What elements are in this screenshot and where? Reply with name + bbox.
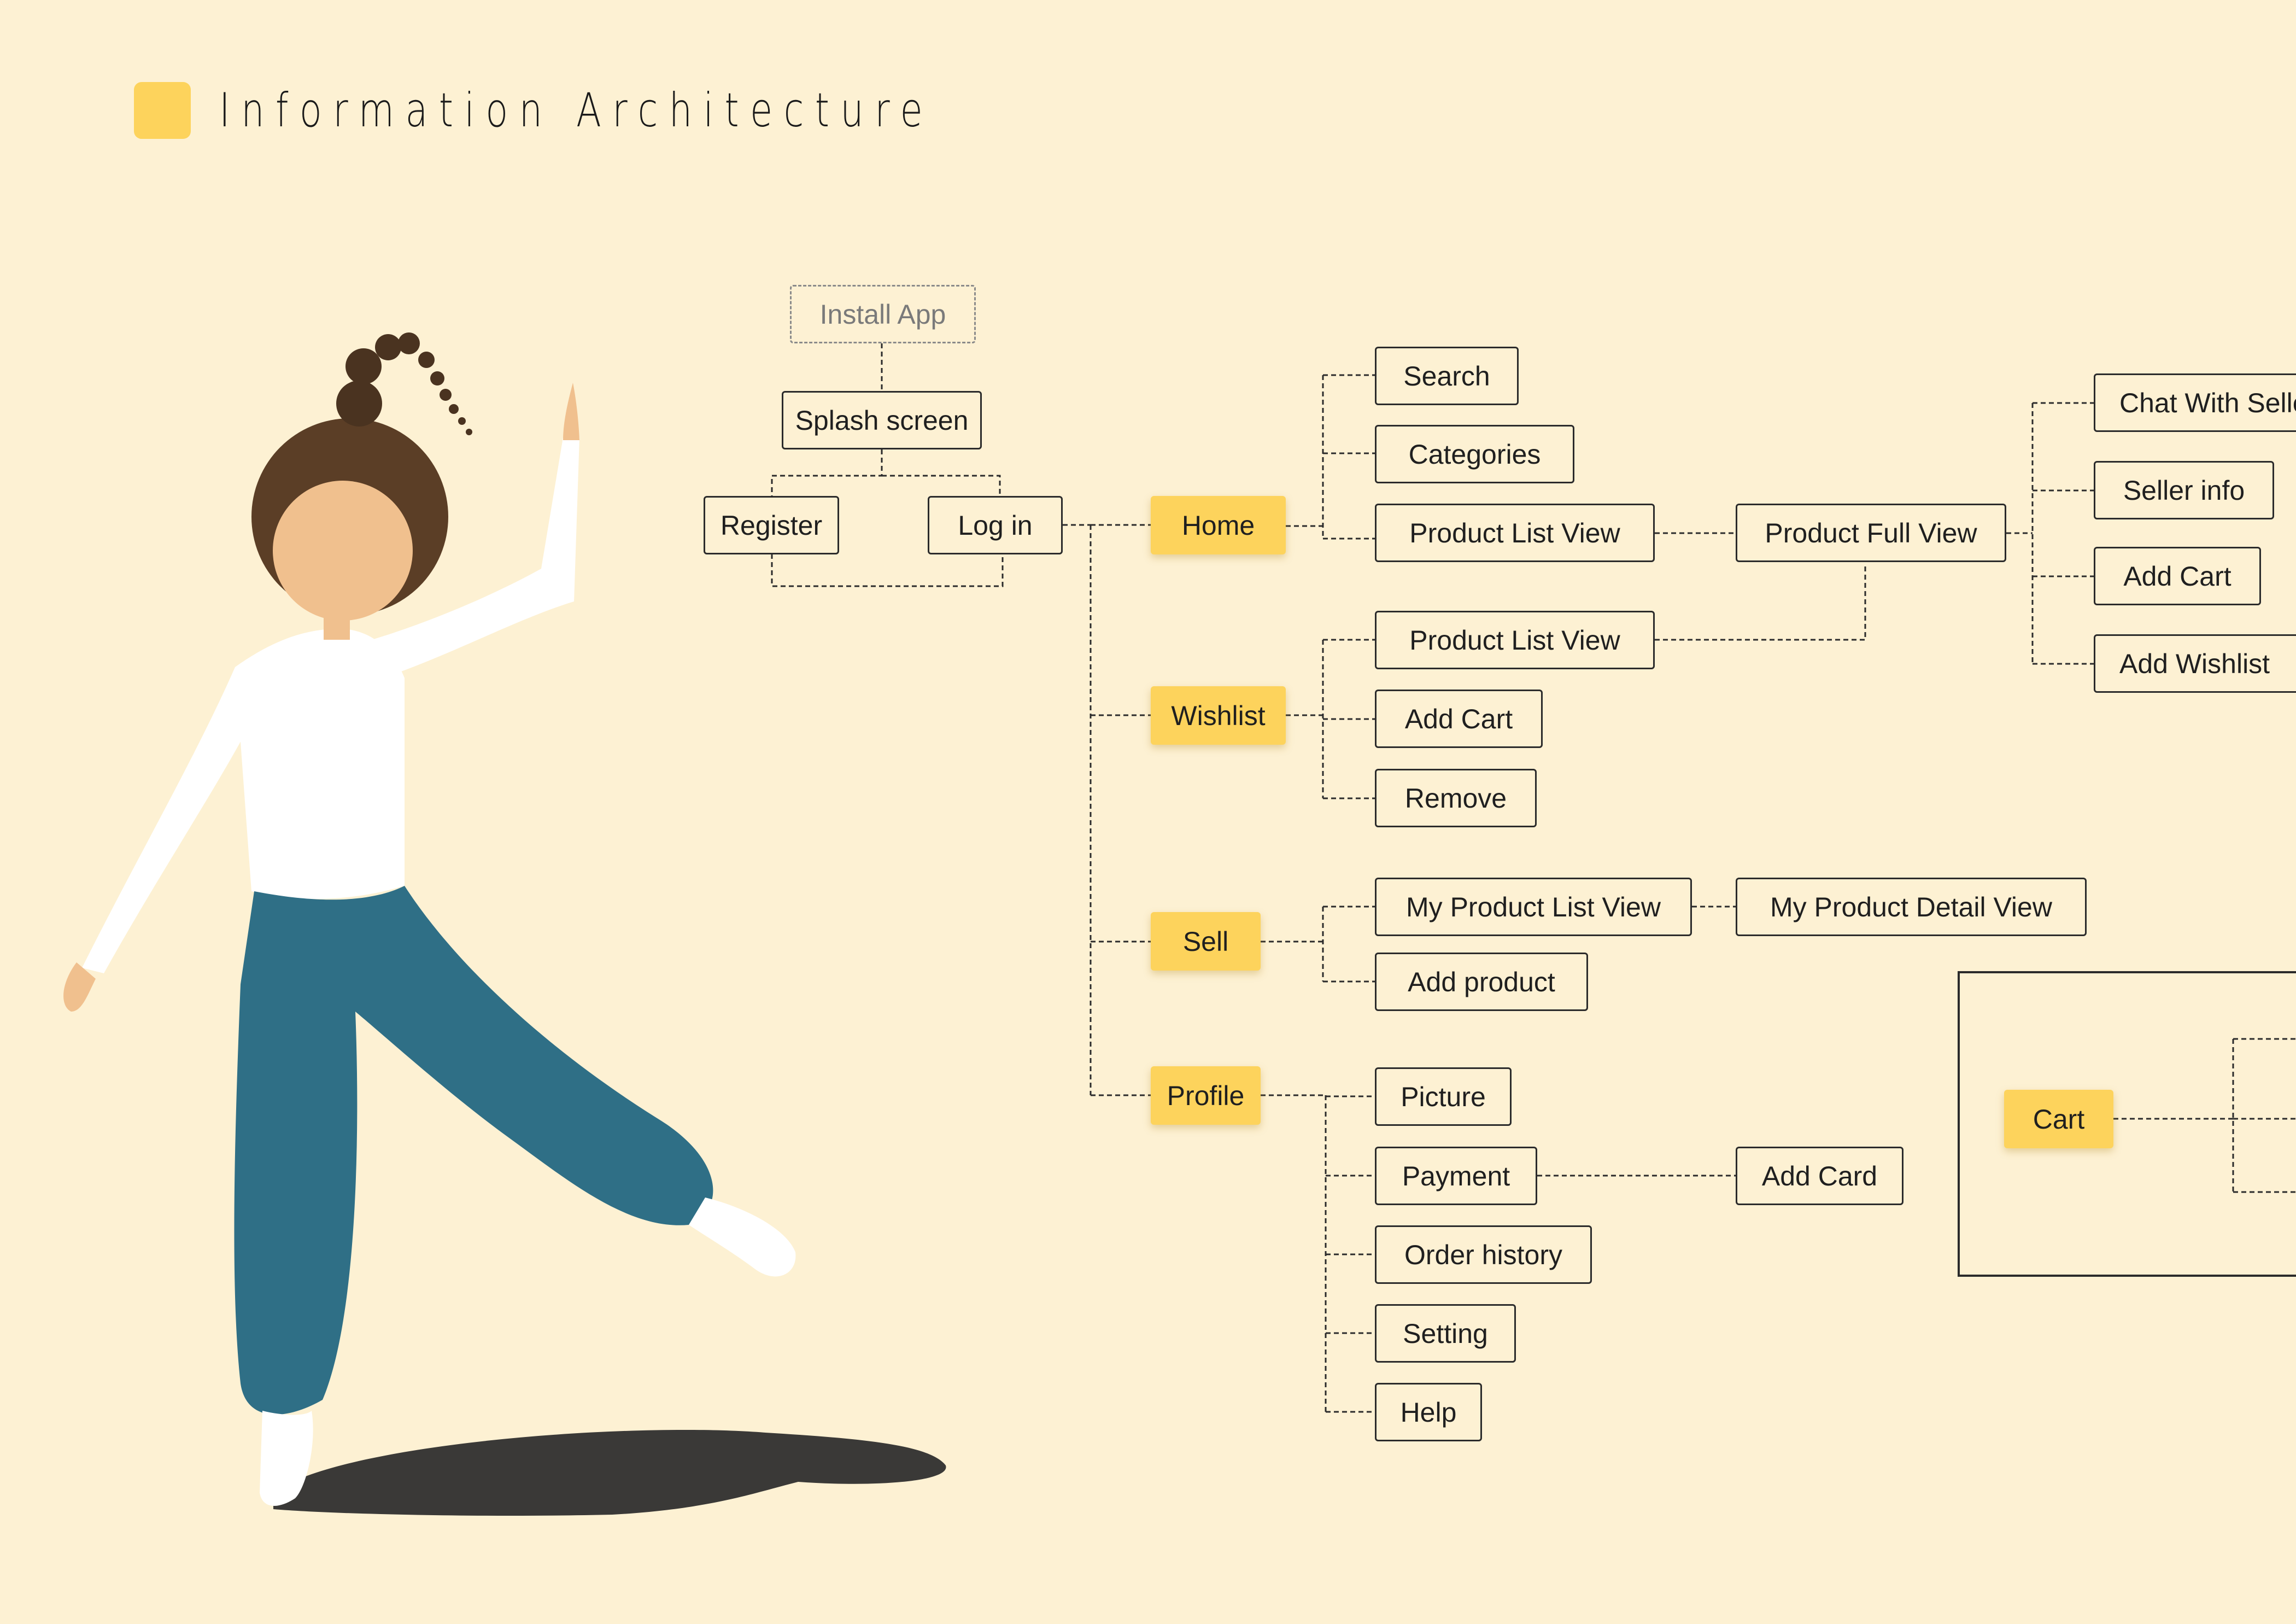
- node-pfv-add-cart: Add Cart: [2094, 547, 2261, 605]
- node-order-history: Order history: [1375, 1225, 1592, 1284]
- node-add-wishlist: Add Wishlist: [2094, 634, 2296, 693]
- node-home: Home: [1151, 496, 1286, 554]
- dancing-woman-illustration: [63, 332, 946, 1516]
- node-chat-with-seller: Chat With Seller: [2094, 373, 2296, 432]
- node-log-in: Log in: [928, 496, 1063, 554]
- node-register: Register: [704, 496, 839, 554]
- node-my-product-detail-view: My Product Detail View: [1736, 878, 2087, 936]
- node-categories: Categories: [1375, 425, 1574, 483]
- node-help: Help: [1375, 1383, 1482, 1441]
- node-sell: Sell: [1151, 912, 1261, 971]
- node-payment: Payment: [1375, 1147, 1537, 1205]
- node-cart: Cart: [2004, 1090, 2113, 1148]
- node-remove: Remove: [1375, 769, 1537, 827]
- title-square-icon: [134, 82, 191, 139]
- node-my-product-list-view: My Product List View: [1375, 878, 1692, 936]
- node-splash-screen: Splash screen: [782, 391, 982, 449]
- node-search: Search: [1375, 347, 1519, 405]
- node-install-app: Install App: [790, 285, 976, 343]
- node-add-product: Add product: [1375, 953, 1588, 1011]
- node-picture: Picture: [1375, 1067, 1512, 1126]
- node-wishlist-product-list-view: Product List View: [1375, 611, 1655, 669]
- node-setting: Setting: [1375, 1304, 1516, 1363]
- node-seller-info: Seller info: [2094, 461, 2274, 519]
- node-home-product-list-view: Product List View: [1375, 504, 1655, 562]
- node-add-card: Add Card: [1736, 1147, 1903, 1205]
- node-wishlist: Wishlist: [1151, 686, 1286, 745]
- page-title-text: Information Architecture: [219, 83, 934, 138]
- page-title: Information Architecture: [134, 82, 1135, 139]
- node-product-full-view: Product Full View: [1736, 504, 2006, 562]
- node-wishlist-add-cart: Add Cart: [1375, 690, 1543, 748]
- cart-frame: [1958, 971, 2296, 1277]
- node-profile: Profile: [1151, 1066, 1261, 1125]
